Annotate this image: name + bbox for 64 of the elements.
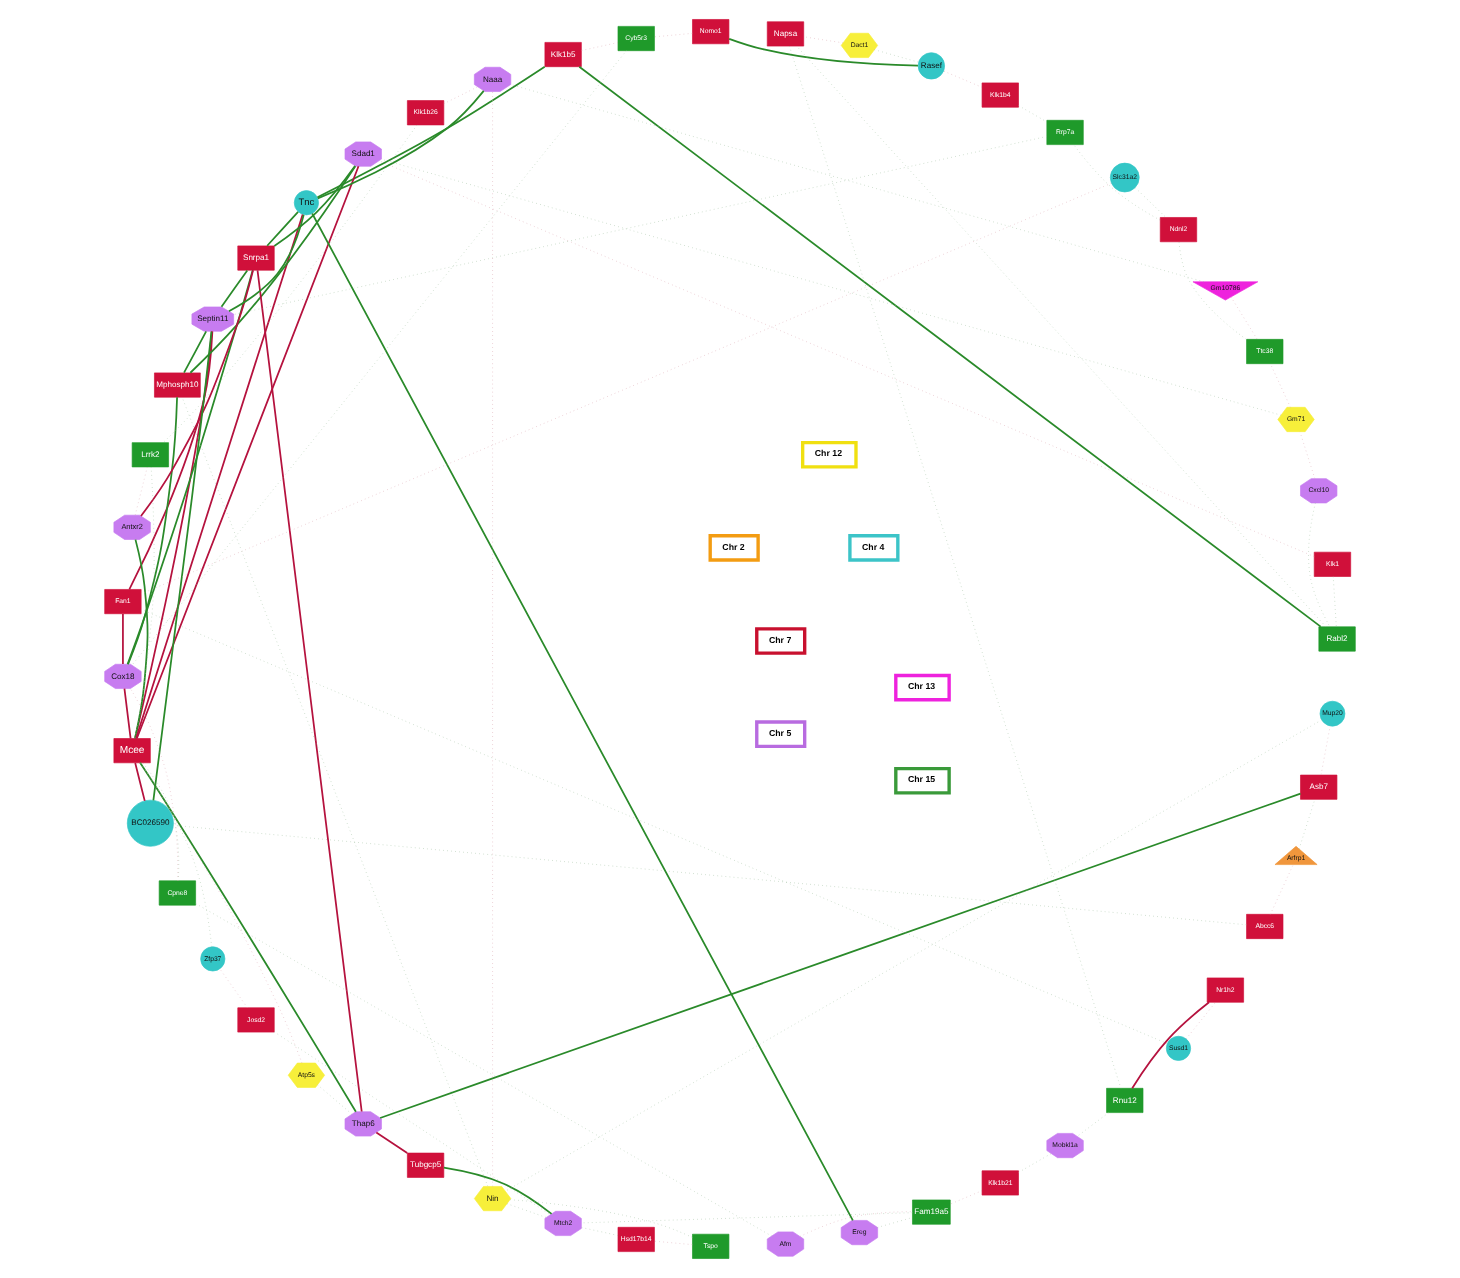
connector	[233, 136, 1047, 315]
connector	[443, 86, 478, 104]
connector	[1018, 1153, 1052, 1173]
connector	[1018, 105, 1047, 123]
connector	[1131, 1001, 1210, 1090]
connector	[1178, 241, 1247, 340]
connector	[135, 165, 360, 740]
connector	[189, 165, 357, 374]
connector	[316, 90, 485, 200]
connector	[134, 466, 148, 516]
connector	[131, 50, 627, 666]
connector	[135, 213, 304, 740]
connector	[311, 212, 854, 1222]
connector	[578, 65, 1322, 628]
connector	[581, 1212, 913, 1224]
connector	[142, 762, 180, 882]
connector	[140, 182, 1112, 595]
connector	[509, 1199, 693, 1238]
connector	[127, 396, 178, 665]
connector	[126, 269, 254, 666]
connector	[140, 762, 212, 947]
connector	[1298, 799, 1316, 850]
connector	[581, 42, 619, 51]
connector	[943, 70, 983, 88]
connector	[266, 211, 299, 247]
connector	[1270, 864, 1294, 915]
connector	[122, 613, 124, 665]
connector	[228, 214, 305, 313]
connector	[803, 36, 844, 44]
connector	[1073, 144, 1161, 221]
connector	[134, 466, 155, 739]
connector	[273, 165, 356, 247]
connector	[274, 1031, 551, 1216]
connector	[796, 45, 1327, 627]
connector	[195, 903, 772, 1237]
connector	[134, 538, 149, 740]
connector	[256, 269, 363, 1113]
connector	[1230, 296, 1258, 340]
connector	[139, 761, 357, 1113]
connector	[317, 1084, 353, 1115]
connector	[1308, 502, 1331, 628]
connector	[581, 1227, 619, 1236]
connector	[130, 688, 179, 882]
connector	[181, 396, 489, 1187]
connector	[140, 269, 254, 517]
connector	[1135, 187, 1167, 218]
connector	[134, 330, 213, 740]
connector	[140, 608, 1168, 1044]
connector	[728, 37, 919, 67]
connector	[128, 330, 214, 591]
connector	[123, 687, 132, 740]
connector	[789, 45, 1122, 1089]
connector	[1320, 725, 1331, 776]
connector	[220, 269, 249, 308]
connector	[506, 1203, 547, 1218]
connector	[1076, 1112, 1109, 1137]
connector	[140, 762, 303, 1064]
connector	[379, 792, 1302, 1119]
connector	[316, 65, 546, 199]
connector	[799, 1211, 913, 1237]
connector	[443, 1166, 553, 1215]
connector	[183, 330, 208, 374]
connector	[375, 1131, 409, 1154]
connector	[134, 762, 146, 802]
